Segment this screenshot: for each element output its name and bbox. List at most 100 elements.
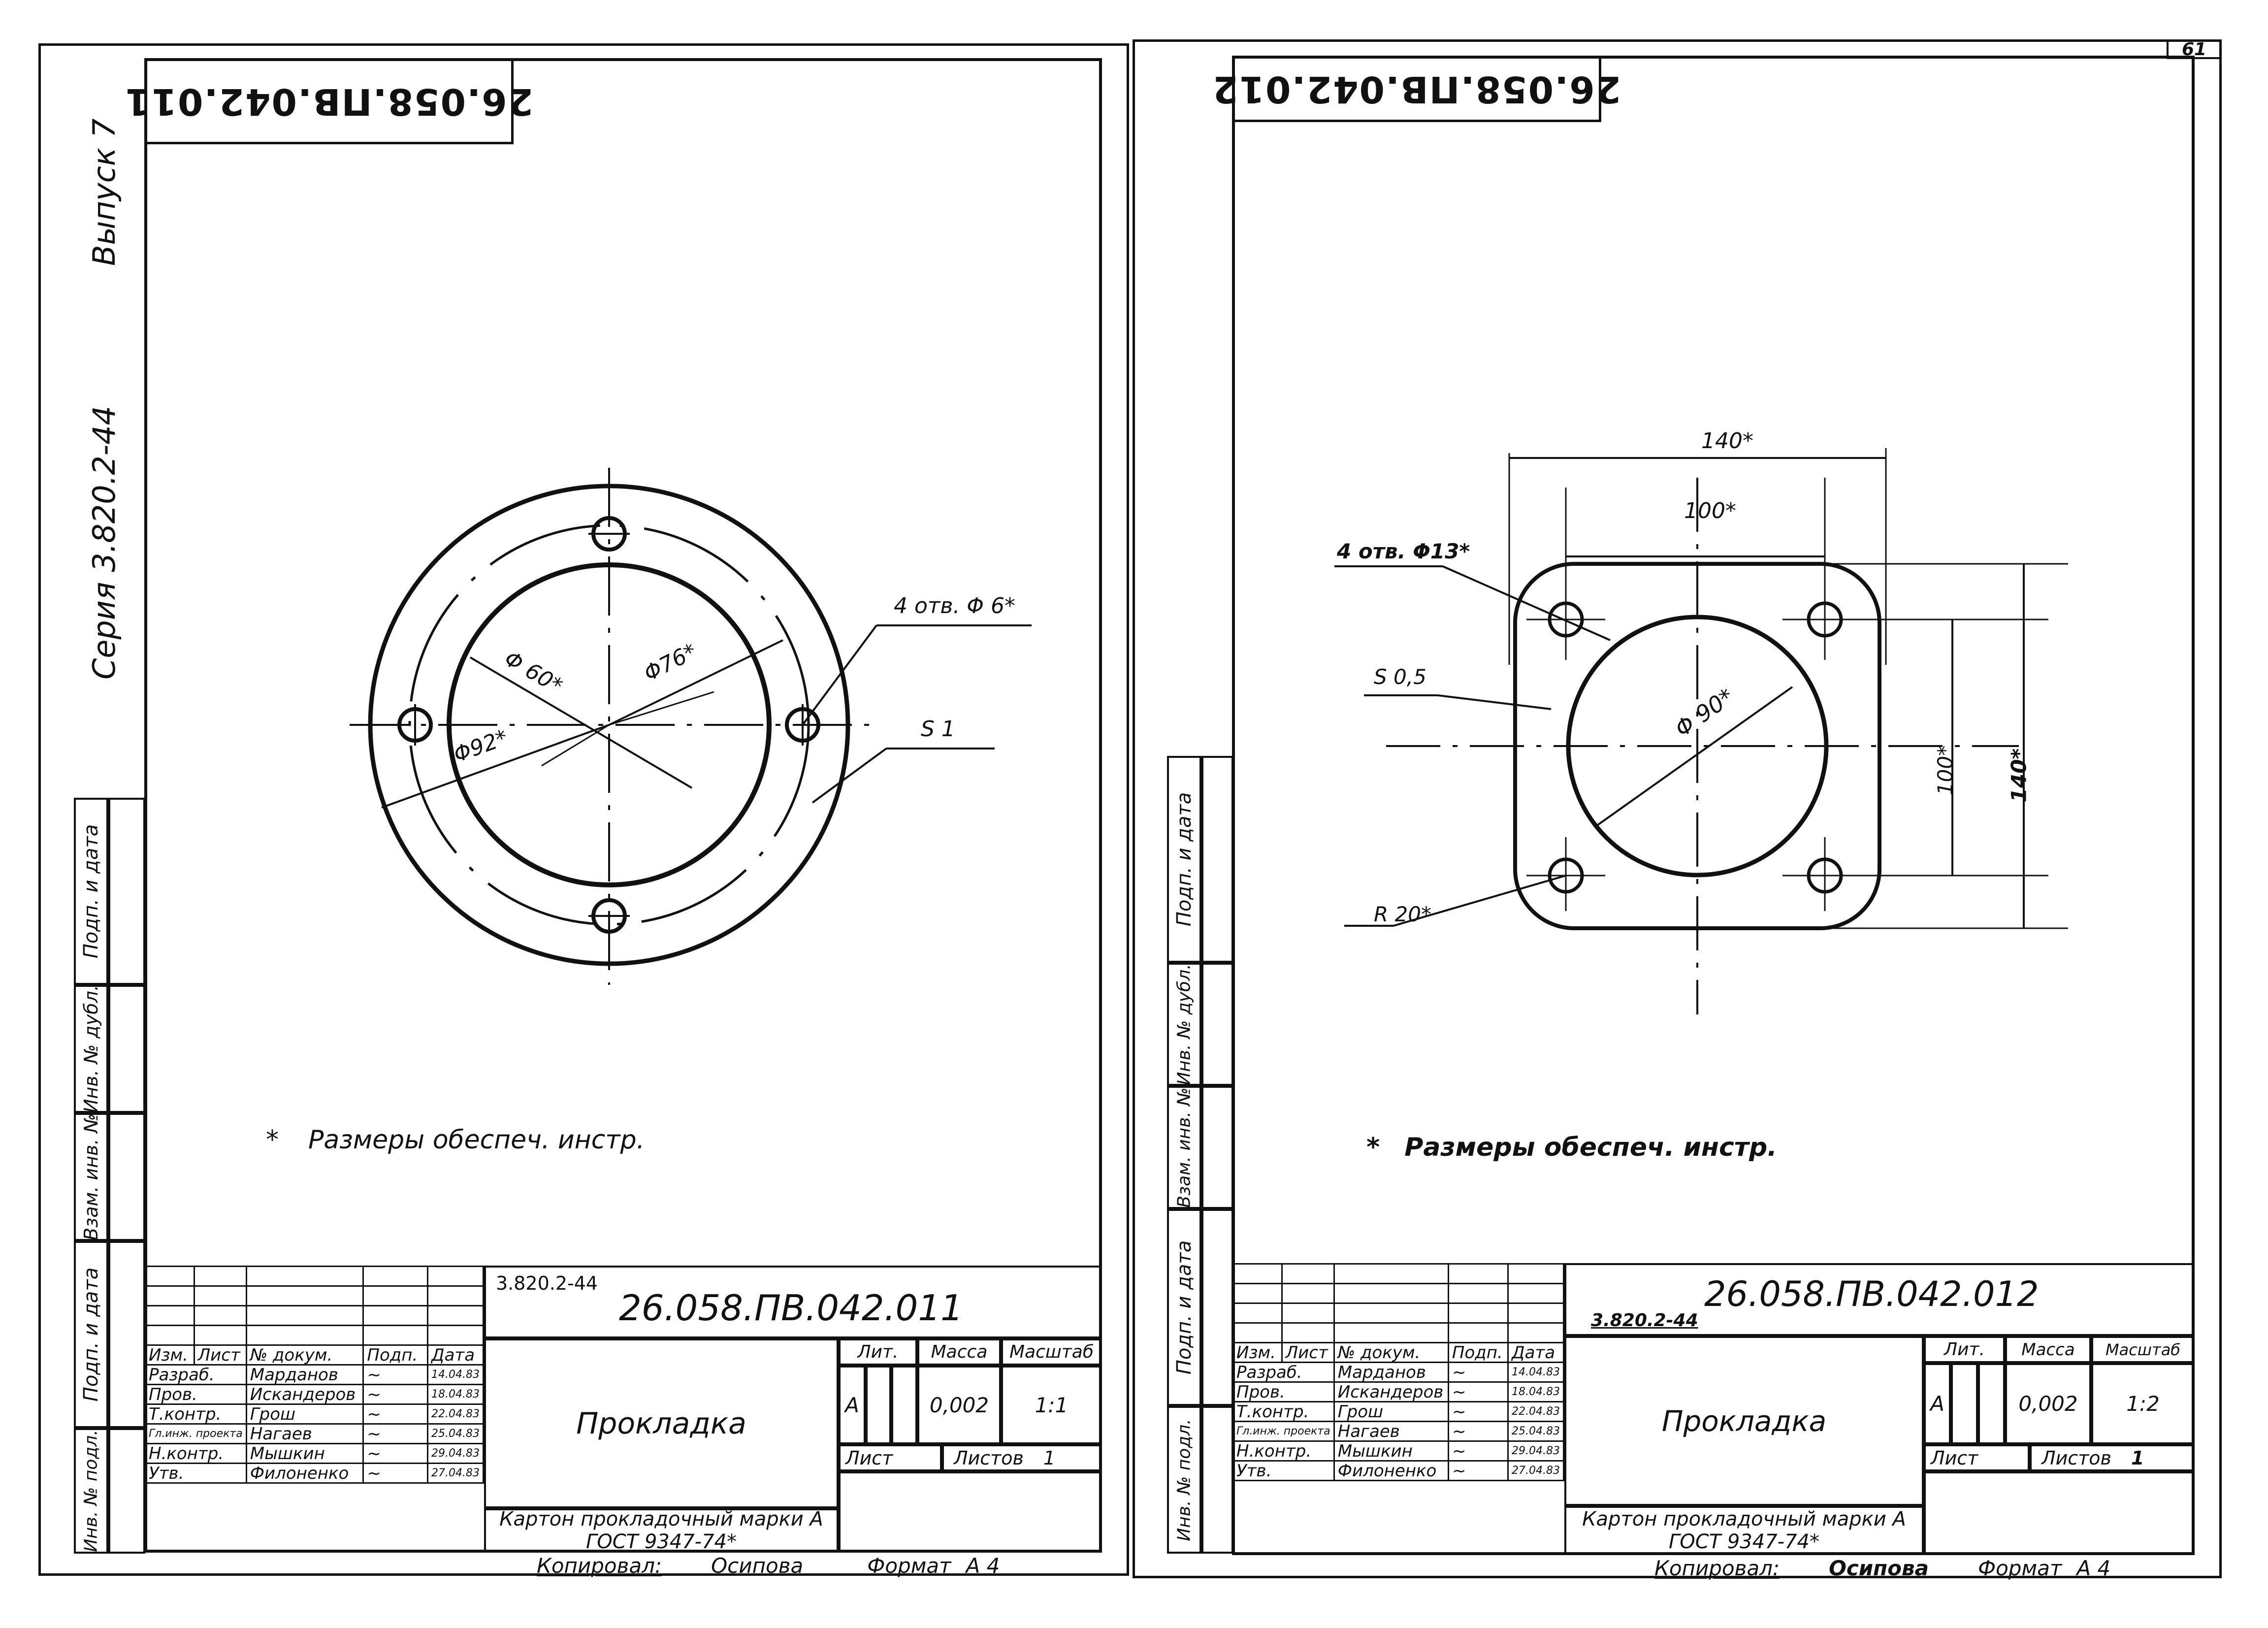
lit-header: Лит. (1924, 1336, 2005, 1363)
dim-label-holes: 4 отв. Φ 6* (894, 593, 1016, 619)
signature: ~ (362, 1384, 429, 1405)
material-line2: ГОСТ 9347-74* (586, 1530, 737, 1553)
signature: ~ (362, 1423, 429, 1444)
dim-label-width-holes: 100* (1684, 498, 1736, 523)
col-header: Лист (193, 1344, 247, 1366)
table-row: Утв.Филоненко~27.04.83 (1232, 1460, 1564, 1481)
signature: ~ (1447, 1381, 1509, 1402)
designation: 26.058.ПВ.042.011 (619, 1287, 963, 1329)
scale-header: Масштаб (1001, 1338, 1102, 1366)
name-cell: Прокладка (484, 1338, 839, 1508)
stamp-value-box (1201, 756, 1233, 963)
stamp-value-box (108, 1241, 145, 1428)
rotated-code-stamp: 26.058.ПВ.042.011 (124, 58, 534, 144)
col-header: Изм. (144, 1344, 195, 1366)
stamp-value-box (108, 798, 145, 985)
signature: ~ (1447, 1362, 1509, 1383)
lit-value: А (839, 1366, 866, 1444)
lit-header: Лит. (839, 1338, 917, 1366)
footnote: * Размеры обеспеч. инстр. (266, 1125, 645, 1155)
footnote: * Размеры обеспеч. инстр. (1366, 1133, 1777, 1162)
col-header: Лист (1281, 1342, 1335, 1363)
signature: ~ (1447, 1460, 1509, 1481)
material-cell: Картон прокладочный марки А ГОСТ 9347-74… (484, 1508, 839, 1553)
lit-value: А (1924, 1363, 1951, 1444)
col-header: Изм. (1232, 1342, 1283, 1363)
col-header: Подп. (362, 1344, 429, 1366)
material-line1: Картон прокладочный марки А (1582, 1508, 1906, 1530)
signature: ~ (1447, 1421, 1509, 1442)
part-name: Прокладка (576, 1406, 746, 1441)
name-cell: Прокладка (1564, 1336, 1924, 1506)
dim-label-height-outer: 140* (2007, 748, 2031, 803)
table-row: Т.контр.Грош~22.04.83 (144, 1403, 484, 1425)
table-row: Пров.Искандеров~18.04.83 (1232, 1381, 1564, 1402)
col-header: № докум. (245, 1344, 364, 1366)
series-code: 3.820.2-44 (496, 1272, 598, 1294)
scale-header: Масштаб (2091, 1336, 2195, 1363)
part-name: Прокладка (1661, 1404, 1827, 1438)
col-header: № докум. (1333, 1342, 1449, 1363)
table-row: Пров.Искандеров~18.04.83 (144, 1384, 484, 1405)
material-line2: ГОСТ 9347-74* (1669, 1530, 1819, 1553)
org-cell (839, 1471, 1102, 1553)
designation: 26.058.ПВ.042.012 (1704, 1274, 2039, 1314)
dim-label-thickness: S 0,5 (1374, 665, 1426, 689)
dim-label-holes: 4 отв. Φ13* (1337, 539, 1470, 563)
stamp-value-box (108, 1113, 145, 1241)
material-line1: Картон прокладочный марки А (499, 1508, 823, 1530)
signature: ~ (362, 1463, 429, 1484)
mass-value: 0,002 (2005, 1363, 2091, 1444)
rotated-code-stamp: 26.058.ПВ.042.012 (1212, 56, 1621, 122)
page-number-box: 61 (2167, 39, 2222, 60)
outer-frame-right (1133, 39, 2222, 1578)
material-cell: Картон прокладочный марки А ГОСТ 9347-74… (1564, 1506, 1924, 1555)
dim-label-height-holes: 100* (1933, 745, 1958, 796)
footnote-text: Размеры обеспеч. инстр. (308, 1125, 645, 1155)
scale-value: 1:2 (2091, 1363, 2195, 1444)
mass-header: Масса (2005, 1336, 2091, 1363)
revision-table: Изм. Лист № докум. Подп. Дата Разраб.Мар… (144, 1266, 484, 1484)
dim-label-corner-radius: R 20* (1374, 902, 1431, 926)
stamp-value-box (108, 985, 145, 1113)
designation-cell: 3.820.2-44 26.058.ПВ.042.011 (484, 1266, 1102, 1338)
signature: ~ (362, 1403, 429, 1425)
col-header: Дата (1507, 1342, 1564, 1363)
dim-label-thickness: S 1 (921, 716, 955, 742)
scale-value: 1:1 (1001, 1366, 1102, 1444)
revision-table: Изм. Лист № докум. Подп. Дата Разраб.Мар… (1232, 1263, 1564, 1481)
stamp-value-box (1201, 963, 1233, 1086)
series-code: 3.820.2-44 (1591, 1310, 1698, 1331)
table-row: Т.контр.Грош~22.04.83 (1232, 1401, 1564, 1422)
col-header: Дата (427, 1344, 484, 1366)
col-header: Подп. (1447, 1342, 1509, 1363)
signature: ~ (362, 1443, 429, 1464)
stamp-value-box (1201, 1086, 1233, 1209)
footnote-mark: * (266, 1125, 279, 1155)
sheet-cell: Лист (1924, 1444, 2030, 1471)
signature: ~ (1447, 1401, 1509, 1422)
signature: ~ (362, 1364, 429, 1385)
drawing-ring-gasket (350, 468, 1032, 985)
mass-value: 0,002 (917, 1366, 1001, 1444)
table-row: Утв.Филоненко~27.04.83 (144, 1463, 484, 1484)
table-row: Н.контр.Мышкин~29.04.83 (144, 1443, 484, 1464)
sheet-cell: Лист (839, 1444, 942, 1471)
outer-frame-left (38, 43, 1129, 1576)
dim-label-width-outer: 140* (1701, 428, 1753, 454)
page-number: 61 (2181, 39, 2207, 60)
table-row: Разраб.Марданов~14.04.83 (1232, 1362, 1564, 1383)
designation-cell: 26.058.ПВ.042.012 3.820.2-44 (1564, 1263, 2195, 1336)
stamp-value-box (108, 1428, 145, 1554)
footnote-mark: * (1366, 1133, 1380, 1162)
org-cell (1924, 1471, 2195, 1555)
footnote-text: Размеры обеспеч. инстр. (1404, 1133, 1777, 1162)
signature: ~ (1447, 1440, 1509, 1462)
